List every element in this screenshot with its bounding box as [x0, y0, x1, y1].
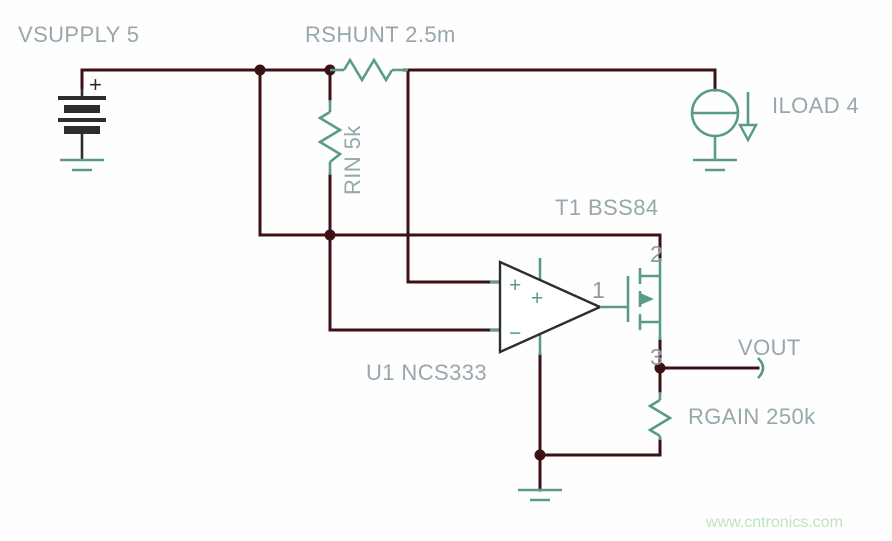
label-u1: U1 NCS333: [366, 360, 487, 385]
battery-plate-long-2: [58, 118, 106, 122]
label-rin: RIN 5k: [340, 125, 365, 195]
vout-port-arc: [757, 357, 765, 379]
battery-plate-long-1: [58, 96, 106, 100]
junction-dot: [324, 229, 336, 241]
label-rgain: RGAIN 250k: [688, 404, 816, 429]
junction-dot: [254, 64, 266, 76]
battery-plus-mark: +: [89, 72, 102, 97]
rshunt-zigzag: [342, 57, 394, 83]
label-vsupply: VSUPPLY 5: [18, 22, 139, 47]
opamp-minus-input-mark: −: [509, 322, 521, 345]
iload-arrow-head: [738, 123, 758, 143]
output-port-vout[interactable]: [757, 357, 765, 379]
mosfet-bulk-arrow: [640, 293, 654, 305]
resistor-rshunt[interactable]: [330, 57, 408, 83]
opamp-plus-input-mark: +: [509, 274, 521, 297]
opamp-plus-supply-mark: +: [531, 287, 543, 310]
mosfet-t1[interactable]: [626, 258, 662, 340]
opamp-u1[interactable]: + − +: [490, 258, 628, 502]
battery-plate-short-1: [64, 105, 100, 113]
wire-rgain-to-gnd: [538, 438, 662, 457]
rin-zigzag: [317, 110, 343, 164]
opamp-triangle: [498, 260, 603, 354]
pin-label-mosfet-drain: 3: [650, 344, 663, 370]
label-vout: VOUT: [738, 335, 801, 360]
wire-network: [80, 64, 760, 492]
resistor-rin[interactable]: [317, 100, 343, 175]
rgain-zigzag: [647, 398, 673, 438]
battery-plate-short-2: [64, 126, 100, 134]
wire-plus-input: [406, 68, 500, 284]
watermark-text: www.cntronics.com: [705, 514, 843, 531]
label-t1: T1 BSS84: [555, 195, 658, 220]
current-source-iload[interactable]: [690, 88, 758, 172]
battery-vsupply[interactable]: +: [58, 72, 106, 172]
label-rshunt: RSHUNT 2.5m: [305, 22, 456, 47]
junction-dot: [534, 449, 546, 461]
pin-label-mosfet-source: 2: [650, 241, 663, 267]
junction-dot: [654, 362, 666, 374]
wire-shunt-to-iload: [402, 68, 717, 92]
pin-label-opamp-out: 1: [592, 277, 605, 303]
resistor-rgain[interactable]: [647, 392, 673, 440]
label-iload: ILOAD 4: [772, 93, 859, 118]
